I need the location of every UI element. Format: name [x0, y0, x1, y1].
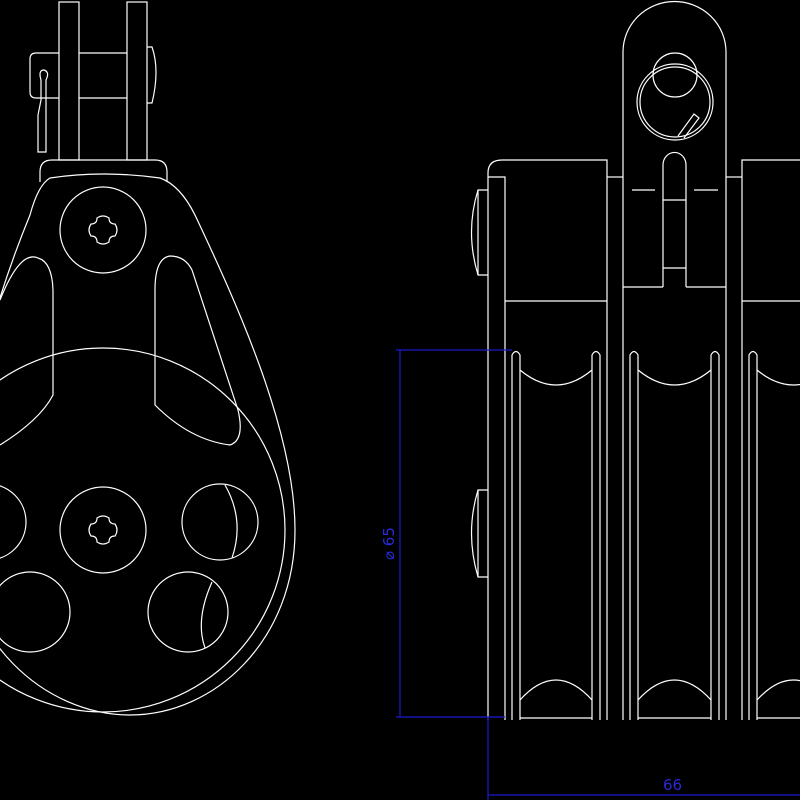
- dimension-width: 66: [487, 717, 800, 800]
- sheave-holes: [0, 483, 259, 653]
- slot-left: [0, 256, 54, 446]
- sheave-3-line: [756, 679, 800, 701]
- sheave-1-line: [519, 679, 593, 701]
- bolt-top: [59, 186, 147, 274]
- side-view: [0, 1, 296, 716]
- width-label: 66: [663, 776, 682, 794]
- pin-head: [652, 52, 698, 98]
- sheave-2-line: [637, 679, 712, 701]
- sheave-3-line: [756, 369, 800, 386]
- phillips-cross-icon: [88, 215, 118, 245]
- slot-right: [154, 255, 241, 446]
- sheave-2-line: [629, 350, 639, 720]
- housing-right: [741, 159, 800, 720]
- shackle: [29, 1, 157, 161]
- strap: [622, 0, 727, 287]
- axle-nut-top: [470, 189, 488, 276]
- dimension-diameter: ⌀ 65: [380, 349, 512, 718]
- cotter-pin: [37, 69, 49, 153]
- sheave-1-line: [591, 350, 601, 720]
- sheave-1-line: [519, 369, 593, 386]
- sheave-2-line: [637, 369, 712, 386]
- ring: [636, 63, 714, 141]
- strap-slot: [662, 151, 687, 287]
- axle-nut-bottom: [470, 489, 488, 578]
- sheave-outline: [0, 347, 286, 713]
- diameter-label: ⌀ 65: [380, 527, 398, 560]
- phillips-cross-icon: [88, 515, 118, 545]
- sheave-3-line: [748, 350, 758, 720]
- sheaves: [511, 350, 800, 720]
- bushing: [39, 159, 168, 182]
- front-view: [470, 0, 800, 720]
- body-outline: [0, 173, 296, 716]
- sheave-2-line: [710, 350, 720, 720]
- sheave-1-line: [511, 350, 521, 720]
- housing-left: [487, 159, 608, 720]
- bolt-bottom: [59, 486, 147, 574]
